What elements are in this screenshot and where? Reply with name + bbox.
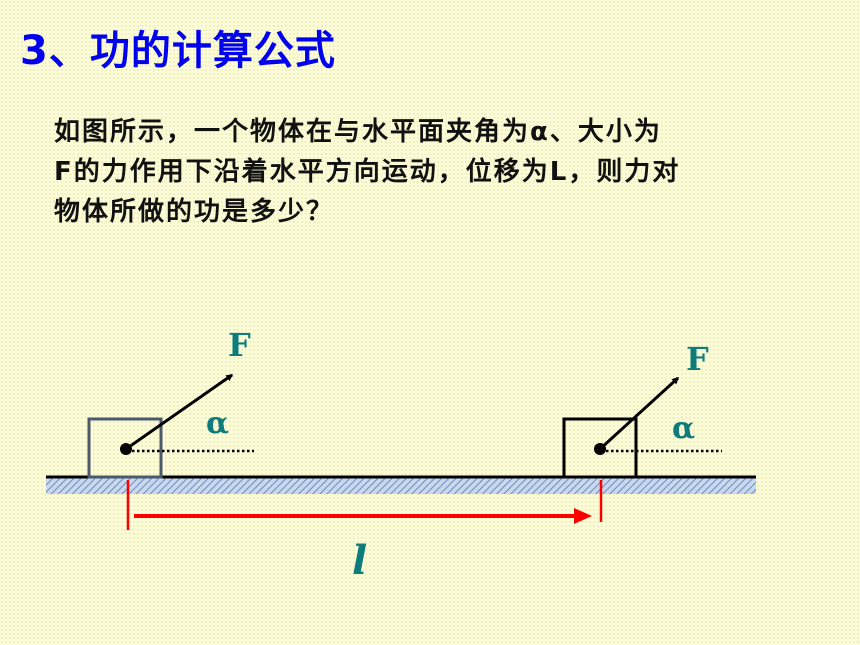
question-line-1: 如图所示，一个物体在与水平面夹角为α、大小为 <box>54 117 662 147</box>
displacement-arrow <box>126 480 603 530</box>
force-label-right: F <box>686 340 709 378</box>
question-line-3: 物体所做的功是多少？ <box>54 197 335 227</box>
displacement-label: l <box>352 537 367 584</box>
angle-label-right: α <box>672 411 695 446</box>
slide-title: 3、功的计算公式 <box>20 28 336 74</box>
ground <box>46 475 756 494</box>
question-line-2: F的力作用下沿着水平方向运动，位移为L，则力对 <box>54 157 681 187</box>
force-arrow-left <box>125 373 234 451</box>
block-start <box>87 417 163 479</box>
question-text: 如图所示，一个物体在与水平面夹角为α、大小为 F的力作用下沿着水平方向运动，位移… <box>54 112 814 232</box>
block-end <box>562 417 638 479</box>
force-label-left: F <box>228 326 251 364</box>
angle-label-left: α <box>206 406 229 441</box>
force-arrow-right <box>598 376 680 451</box>
